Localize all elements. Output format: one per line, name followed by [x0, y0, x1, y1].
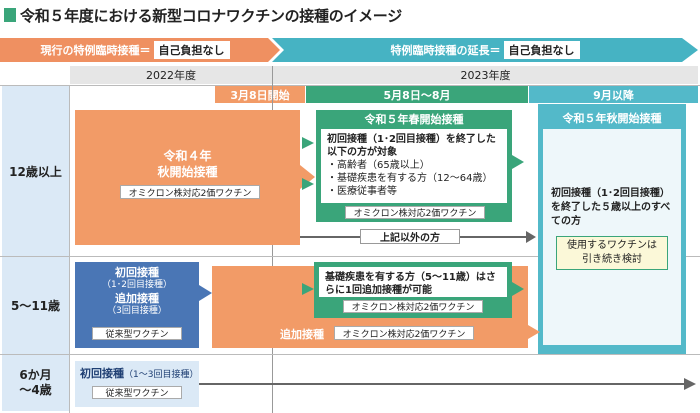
r5-initial-sub: （1･2回目接種） — [102, 280, 172, 290]
period-march: 3月8日開始 — [215, 86, 305, 103]
r6m-caption: 従来型ワクチン — [92, 386, 182, 399]
r5-caption: 従来型ワクチン — [92, 327, 182, 340]
spring-r5-item: ・医療従事者等 — [327, 186, 397, 197]
spring-r5-title: 令和５年春開始接種 — [364, 113, 464, 126]
arrow-right-icon — [302, 178, 314, 190]
r6m-line — [199, 383, 685, 385]
arrow-right-icon — [512, 282, 524, 296]
page-title: 令和５年度における新型コロナワクチンの接種のイメージ — [20, 7, 402, 25]
spring-r5-item: ・基礎疾患を有する方（12～64歳） — [327, 173, 493, 184]
r5-initial-label: 初回接種 — [115, 266, 159, 279]
spring-r5-target-box: 初回接種（1･2回目接種）を終了した以下の方が対象 ・高齢者（65歳以上） ・基… — [320, 128, 508, 204]
autumn-r5-title: 令和５年秋開始接種 — [562, 112, 662, 125]
r5-booster-row-label: 追加接種 — [280, 328, 324, 341]
arrow-right-icon — [302, 137, 314, 149]
arrow-right-icon — [302, 283, 314, 295]
grid-line — [0, 256, 700, 257]
r6m-initial-label: 初回接種 — [80, 367, 124, 380]
spring-r5-caption: オミクロン株対応2価ワクチン — [345, 206, 485, 219]
autumn-r4-title: 令和４年 秋開始接種 — [157, 149, 218, 179]
r5-booster-sub: （3回目接種） — [107, 306, 167, 316]
banner-extend: 特例臨時接種の延長＝自己負担なし — [290, 38, 680, 62]
r6m-initial-text: 初回接種（1～3回目接種） — [80, 365, 198, 381]
autumn-r4-block — [75, 110, 315, 245]
grid-line — [69, 85, 70, 413]
year-header-2022: 2022年度 — [70, 66, 272, 84]
row-label-5to11: 5～11歳 — [2, 257, 69, 354]
period-september: 9月以降 — [529, 86, 698, 103]
arrow-right-icon — [684, 378, 696, 390]
autumn-r5-note: 使用するワクチンは 引き続き検討 — [556, 236, 668, 270]
grid-line — [0, 85, 700, 86]
row-label-12plus: 12歳以上 — [2, 86, 69, 256]
spring-r5-body: 初回接種（1･2回目接種）を終了した以下の方が対象 — [327, 134, 496, 158]
title-marker-icon — [4, 8, 16, 22]
year-header-2023: 2023年度 — [273, 66, 698, 84]
row-label-6m-4y: 6か月 ～4歳 — [2, 355, 69, 411]
r6m-initial-block — [75, 361, 199, 407]
r5-booster-row-caption: オミクロン株対応2価ワクチン — [334, 326, 474, 340]
banner-extend-arrow — [272, 38, 698, 62]
others-label: 上記以外の方 — [360, 229, 460, 244]
spring-r5-item: ・高齢者（65歳以上） — [327, 160, 430, 171]
r6m-initial-sub: （1～3回目接種） — [124, 370, 199, 380]
r5-booster-label: 追加接種 — [115, 292, 159, 305]
arrow-right-icon — [528, 325, 540, 339]
autumn-r5-body: 初回接種（1･2回目接種）を終了した５歳以上のすべての方 — [551, 188, 671, 227]
arrow-right-icon — [199, 285, 212, 301]
r5-spring-caption: オミクロン株対応2価ワクチン — [343, 300, 483, 313]
banner-current: 現行の特例臨時接種＝自己負担なし — [0, 38, 270, 62]
r5-initial-text: 初回接種 （1･2回目接種） 追加接種 （3回目接種） — [75, 266, 199, 318]
period-may-aug: 5月8日～8月 — [306, 86, 528, 103]
arrow-right-icon — [512, 155, 524, 169]
arrow-right-icon — [526, 231, 536, 243]
grid-line — [0, 354, 700, 355]
autumn-r4-caption: オミクロン株対応2価ワクチン — [120, 185, 260, 199]
r5-spring-body: 基礎疾患を有する方（5～11歳）はさらに1回追加接種が可能 — [318, 266, 508, 298]
